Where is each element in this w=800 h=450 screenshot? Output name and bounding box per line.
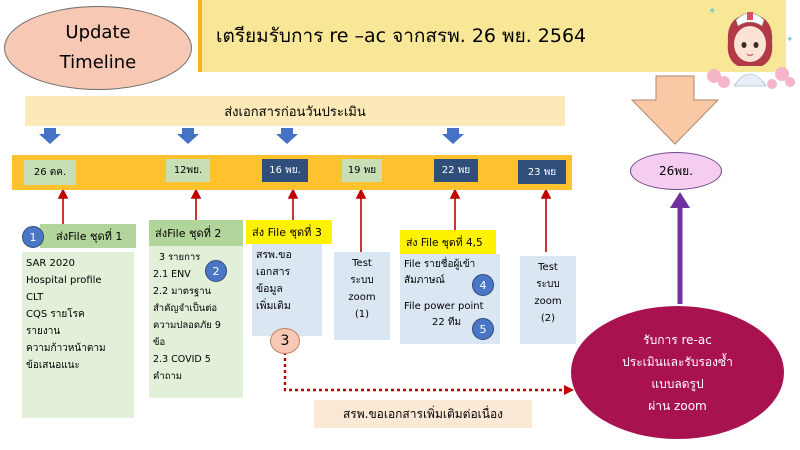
step45-label: ส่ง File ชุดที่ 4,5 bbox=[400, 230, 496, 254]
list-item: สัมภาษณ์ bbox=[404, 275, 445, 286]
blue-arrow-1 bbox=[39, 128, 61, 144]
list-item: เพิ่มเติม bbox=[256, 300, 291, 312]
list-item: 2.1 ENV bbox=[153, 269, 191, 280]
page-title: เตรียมรับการ re –ac จากสรพ. 26 พย. 2564 bbox=[216, 25, 587, 47]
step3-item-list: สรพ.ขอ เอกสาร ข้อมูล เพิ่มเติม bbox=[252, 244, 322, 336]
list-item: ข้อ bbox=[153, 337, 166, 348]
final-date-oval: 26พย. bbox=[630, 152, 722, 190]
step5-number-badge: 5 bbox=[472, 318, 494, 340]
final-line: ประเมินและรับรองซ้ำ bbox=[622, 354, 733, 369]
list-item: ข้อมูล bbox=[256, 283, 283, 295]
date-16-nov: 16 พย. bbox=[262, 159, 308, 182]
submit-before-evaluation-banner: ส่งเอกสารก่อนวันประเมิน bbox=[25, 96, 565, 126]
update-timeline-oval: Update Timeline bbox=[4, 6, 192, 90]
list-item: Test bbox=[538, 262, 558, 273]
list-item: รายงาน bbox=[26, 326, 61, 337]
list-item: CLT bbox=[26, 292, 44, 303]
list-item: 2.3 COVID 5 bbox=[153, 354, 211, 365]
list-item: (2) bbox=[540, 313, 556, 324]
list-item: SAR 2020 bbox=[26, 258, 75, 269]
step2-label: ส่งFile ชุดที่ 2 bbox=[149, 220, 243, 246]
step1-label: ส่งFile ชุดที่ 1 bbox=[40, 224, 136, 248]
step3-number-badge: 3 bbox=[270, 328, 300, 354]
additional-docs-note: สรพ.ขอเอกสารเพิ่มเติมต่อเนื่อง bbox=[314, 400, 532, 428]
list-item: CQS รายโรค bbox=[26, 309, 85, 320]
svg-text:✦: ✦ bbox=[786, 35, 794, 45]
step4-number-badge: 4 bbox=[472, 274, 494, 296]
banner-text: ส่งเอกสารก่อนวันประเมิน bbox=[224, 104, 366, 120]
final-evaluation-oval: รับการ re-ac ประเมินและรับรองซ้ำ แบบลดรู… bbox=[571, 306, 784, 439]
date-23-nov: 23 พย bbox=[518, 160, 566, 184]
list-item: ความปลอดภัย 9 bbox=[153, 320, 221, 331]
list-item: คำถาม bbox=[153, 371, 183, 382]
list-item: สรพ.ขอ bbox=[256, 249, 292, 261]
list-item: (1) bbox=[354, 309, 370, 320]
list-item: Hospital profile bbox=[26, 275, 102, 286]
list-item: ระบบ bbox=[536, 279, 560, 290]
step3-label: ส่ง File ชุดที่ 3 bbox=[246, 220, 332, 244]
step1-number-badge: 1 bbox=[22, 226, 44, 248]
update-line1: Update bbox=[65, 22, 131, 43]
purple-up-arrow bbox=[670, 192, 690, 208]
list-item: File รายชื่อผู้เข้า bbox=[404, 259, 476, 270]
step1-item-list: SAR 2020 Hospital profile CLT CQS รายโรค… bbox=[22, 252, 134, 418]
test-zoom-2-box: Test ระบบ zoom (2) bbox=[520, 256, 576, 344]
blue-arrow-4 bbox=[442, 128, 464, 144]
final-line: แบบลดรูป bbox=[651, 376, 704, 391]
final-line: ผ่าน zoom bbox=[648, 398, 707, 413]
list-item: zoom bbox=[534, 296, 562, 307]
peach-down-arrow bbox=[630, 75, 720, 145]
list-item: File power point bbox=[404, 301, 484, 312]
date-19-nov: 19 พย bbox=[342, 159, 382, 182]
list-item: เอกสาร bbox=[256, 266, 291, 278]
nurse-illustration: ✦ ✦ bbox=[707, 6, 795, 89]
update-line2: Timeline bbox=[59, 52, 137, 73]
list-item: ข้อเสนอแนะ bbox=[26, 360, 80, 371]
list-item: Test bbox=[352, 258, 372, 269]
title-box: เตรียมรับการ re –ac จากสรพ. 26 พย. 2564 bbox=[198, 0, 786, 72]
dotted-arrow-head bbox=[564, 385, 574, 395]
date-26-oct: 26 ตค. bbox=[24, 160, 76, 185]
blue-arrow-2 bbox=[177, 128, 199, 144]
list-item: สำคัญจำเป็นต่อ bbox=[153, 303, 218, 314]
note-text: สรพ.ขอเอกสารเพิ่มเติมต่อเนื่อง bbox=[342, 406, 504, 421]
final-date-text: 26พย. bbox=[658, 163, 694, 178]
blue-arrow-3 bbox=[276, 128, 298, 144]
test-zoom-1-box: Test ระบบ zoom (1) bbox=[334, 252, 390, 340]
step2-item-list: 3 รายการ 2.1 ENV 2.2 มาตรฐาน สำคัญจำเป็น… bbox=[149, 246, 243, 398]
list-item: 3 รายการ bbox=[159, 252, 201, 263]
step2-number-badge: 2 bbox=[205, 260, 227, 282]
date-12-nov: 12พย. bbox=[166, 159, 210, 182]
list-item: 22 ทีม bbox=[432, 317, 462, 328]
svg-text:✦: ✦ bbox=[708, 6, 716, 17]
list-item: ระบบ bbox=[350, 275, 374, 286]
list-item: ความก้าวหน้าตาม bbox=[26, 343, 106, 354]
date-22-nov: 22 พย bbox=[434, 159, 478, 182]
list-item: zoom bbox=[348, 292, 376, 303]
list-item: 2.2 มาตรฐาน bbox=[153, 286, 212, 297]
final-line: รับการ re-ac bbox=[643, 332, 712, 347]
